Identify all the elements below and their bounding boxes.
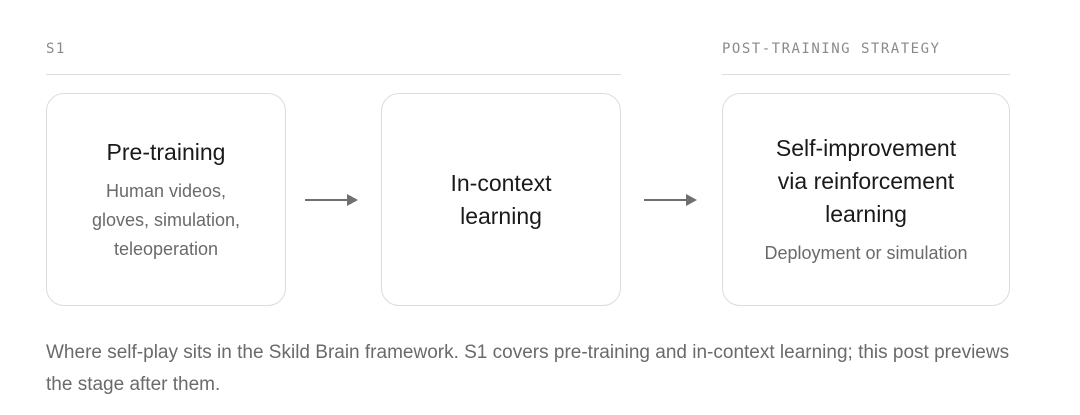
s1-divider <box>46 74 621 75</box>
arrow-right-icon <box>305 194 358 206</box>
card-self-improvement: Self-improvement via reinforcement learn… <box>722 93 1010 306</box>
figure-caption: Where self-play sits in the Skild Brain … <box>46 342 1010 395</box>
s1-label: S1 <box>46 41 66 57</box>
card-pre-training: Pre-training Human videos, gloves, simul… <box>46 93 286 306</box>
card-title: In-context learning <box>450 169 552 229</box>
post-training-label: POST-TRAINING STRATEGY <box>722 41 941 57</box>
card-title: Pre-training <box>106 138 226 165</box>
card-title: Self-improvement via reinforcement learn… <box>775 134 957 227</box>
card-subtitle: Deployment or simulation <box>764 242 968 263</box>
post-training-divider <box>722 74 1010 75</box>
arrow-right-icon <box>644 194 697 206</box>
card-subtitle: Human videos, gloves, simulation, teleop… <box>91 180 241 259</box>
card-in-context-learning: In-context learning <box>381 93 621 306</box>
